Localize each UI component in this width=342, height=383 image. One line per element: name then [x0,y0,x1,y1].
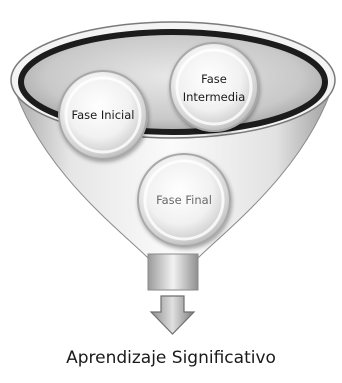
phase-initial-circle [58,70,148,160]
funnel-neck [147,253,199,291]
phase-intermediate-label-line1: Fase [201,72,227,86]
phase-final-label: Fase Final [156,193,212,207]
result-caption: Aprendizaje Significativo [66,348,276,368]
phase-final-circle [137,153,231,247]
phase-initial-label: Fase Inicial [72,108,135,122]
phase-intermediate-circle [169,42,259,132]
phase-intermediate-label-line2: Intermedia [183,90,246,104]
down-arrow-icon [149,295,196,335]
